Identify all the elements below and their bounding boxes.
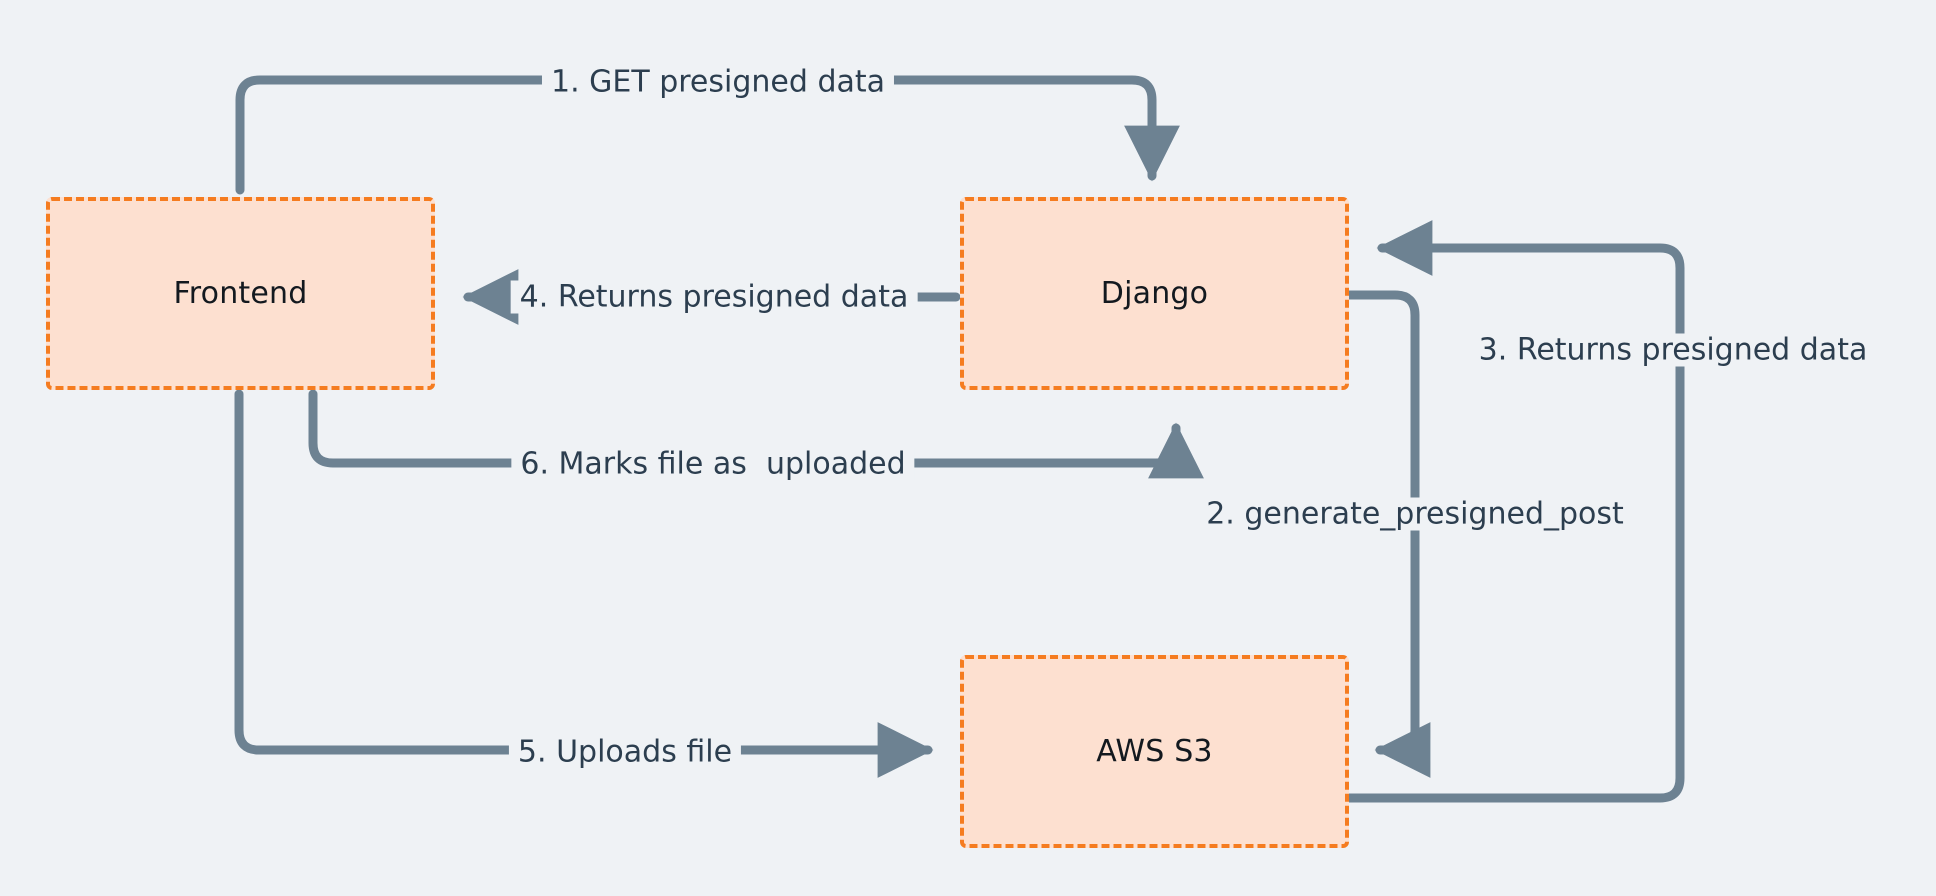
- node-frontend[interactable]: Frontend: [46, 197, 435, 390]
- edge-3-path: [1344, 220, 1685, 803]
- edge-label-4: 4. Returns presigned data: [510, 280, 918, 314]
- edge-label-2: 2. generate_presigned_post: [1197, 497, 1633, 531]
- node-aws-s3[interactable]: AWS S3: [960, 655, 1349, 848]
- node-aws-s3-label: AWS S3: [1096, 734, 1213, 769]
- node-django[interactable]: Django: [960, 197, 1349, 390]
- node-django-label: Django: [1100, 276, 1209, 311]
- edge-label-5: 5. Uploads file: [508, 735, 742, 769]
- node-frontend-label: Frontend: [173, 276, 308, 311]
- edge-label-1: 1. GET presigned data: [541, 65, 895, 99]
- edge-5-path: [234, 389, 934, 778]
- edge-label-3: 3. Returns presigned data: [1469, 333, 1877, 367]
- edge-label-6: 6. Marks file as uploaded: [511, 447, 915, 481]
